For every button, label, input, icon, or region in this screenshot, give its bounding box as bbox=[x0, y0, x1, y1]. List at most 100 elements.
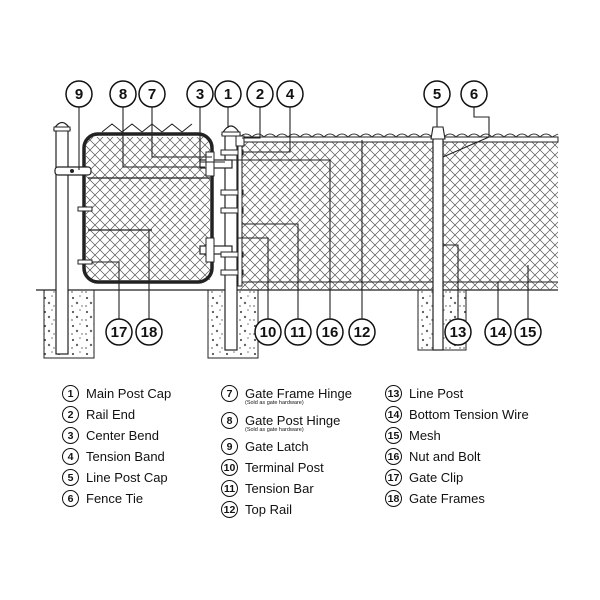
legend-label: Gate Latch bbox=[245, 439, 309, 454]
svg-text:6: 6 bbox=[470, 86, 478, 103]
legend-number: 15 bbox=[385, 427, 402, 444]
callout-6: 6 bbox=[460, 80, 488, 108]
legend-label: Bottom Tension Wire bbox=[409, 407, 529, 422]
svg-text:2: 2 bbox=[256, 86, 264, 103]
callout-2: 2 bbox=[246, 80, 274, 108]
legend-item-nut-and-bolt: 16 Nut and Bolt bbox=[385, 448, 481, 465]
legend-item-gate-clip: 17 Gate Clip bbox=[385, 469, 463, 486]
legend-item-tension-bar: 11 Tension Bar bbox=[221, 480, 314, 497]
legend-label: Nut and Bolt bbox=[409, 449, 481, 464]
svg-text:3: 3 bbox=[196, 86, 204, 103]
legend-item-top-rail: 12 Top Rail bbox=[221, 501, 292, 518]
legend-label: Gate Frames bbox=[409, 491, 485, 506]
callout-11: 11 bbox=[284, 318, 312, 346]
legend-item-main-post-cap: 1 Main Post Cap bbox=[62, 385, 171, 402]
svg-text:8: 8 bbox=[119, 86, 127, 103]
callout-10: 10 bbox=[254, 318, 282, 346]
callout-15: 15 bbox=[514, 318, 542, 346]
svg-text:16: 16 bbox=[322, 324, 339, 341]
legend-number: 3 bbox=[62, 427, 79, 444]
callout-14: 14 bbox=[484, 318, 512, 346]
latch-post bbox=[52, 121, 72, 355]
legend-item-bottom-tension-wire: 14 Bottom Tension Wire bbox=[385, 406, 529, 423]
legend-number: 6 bbox=[62, 490, 79, 507]
legend-number: 7 bbox=[221, 385, 238, 402]
legend-number: 13 bbox=[385, 385, 402, 402]
legend-label: Line Post bbox=[409, 386, 464, 401]
legend-label: Gate Post Hinge (Sold as gate hardware) bbox=[245, 412, 340, 433]
legend-number: 10 bbox=[221, 459, 238, 476]
legend-label: Gate Clip bbox=[409, 470, 464, 485]
legend-label: Main Post Cap bbox=[86, 386, 172, 401]
svg-text:10: 10 bbox=[260, 324, 277, 341]
callout-13: 13 bbox=[444, 318, 472, 346]
legend-label: Rail End bbox=[86, 407, 136, 422]
leader-lines bbox=[78, 107, 529, 319]
legend-label: Mesh bbox=[409, 428, 441, 443]
callout-4: 4 bbox=[276, 80, 304, 108]
callouts: 9 8 7 3 1 2 4 5 6 17 18 10 11 16 12 13 1… bbox=[65, 80, 542, 346]
fence-mesh bbox=[239, 133, 559, 290]
svg-text:13: 13 bbox=[450, 324, 467, 341]
callout-16: 16 bbox=[316, 318, 344, 346]
svg-text:14: 14 bbox=[490, 324, 507, 341]
legend-number: 14 bbox=[385, 406, 402, 423]
svg-text:15: 15 bbox=[520, 324, 537, 341]
gate-hinges bbox=[199, 151, 233, 263]
gate bbox=[82, 123, 214, 284]
concrete-footings bbox=[43, 289, 467, 359]
gate-latch bbox=[54, 166, 92, 176]
legend-number: 12 bbox=[221, 501, 238, 518]
svg-text:1: 1 bbox=[224, 86, 232, 103]
legend-label: Terminal Post bbox=[245, 460, 324, 475]
svg-text:18: 18 bbox=[141, 324, 158, 341]
callout-12: 12 bbox=[348, 318, 376, 346]
legend-item-line-post: 13 Line Post bbox=[385, 385, 463, 402]
legend-number: 16 bbox=[385, 448, 402, 465]
legend-label: Top Rail bbox=[245, 502, 292, 517]
svg-text:17: 17 bbox=[111, 324, 128, 341]
legend-item-gate-latch: 9 Gate Latch bbox=[221, 438, 309, 455]
legend-number: 18 bbox=[385, 490, 402, 507]
legend-number: 9 bbox=[221, 438, 238, 455]
callout-8: 8 bbox=[109, 80, 137, 108]
legend-item-center-bend: 3 Center Bend bbox=[62, 427, 159, 444]
line-post bbox=[430, 126, 446, 351]
legend-number: 17 bbox=[385, 469, 402, 486]
svg-text:7: 7 bbox=[148, 86, 156, 103]
callout-1: 1 bbox=[214, 80, 242, 108]
callout-5: 5 bbox=[423, 80, 451, 108]
callout-3: 3 bbox=[186, 80, 214, 108]
tension-bands bbox=[220, 149, 244, 276]
legend-label: Tension Band bbox=[86, 449, 165, 464]
terminal-post bbox=[220, 125, 242, 351]
legend-number: 4 bbox=[62, 448, 79, 465]
legend-item-tension-band: 4 Tension Band bbox=[62, 448, 165, 465]
legend-label: Tension Bar bbox=[245, 481, 314, 496]
legend-item-gate-post-hinge: 8 Gate Post Hinge (Sold as gate hardware… bbox=[221, 412, 340, 433]
svg-text:4: 4 bbox=[286, 86, 295, 103]
legend-item-gate-frames: 18 Gate Frames bbox=[385, 490, 485, 507]
legend-label: Gate Frame Hinge (Sold as gate hardware) bbox=[245, 385, 352, 406]
legend-number: 8 bbox=[221, 412, 238, 429]
callout-18: 18 bbox=[135, 318, 163, 346]
legend-number: 5 bbox=[62, 469, 79, 486]
legend-item-gate-frame-hinge: 7 Gate Frame Hinge (Sold as gate hardwar… bbox=[221, 385, 352, 406]
svg-text:12: 12 bbox=[354, 324, 371, 341]
callout-9: 9 bbox=[65, 80, 93, 108]
callout-7: 7 bbox=[138, 80, 166, 108]
tension-bar bbox=[237, 139, 243, 287]
legend-number: 11 bbox=[221, 480, 238, 497]
top-rail bbox=[239, 136, 559, 143]
legend-label: Center Bend bbox=[86, 428, 159, 443]
svg-text:9: 9 bbox=[75, 86, 83, 103]
legend-number: 1 bbox=[62, 385, 79, 402]
rail-end bbox=[235, 135, 245, 147]
legend-note: (Sold as gate hardware) bbox=[245, 400, 304, 406]
legend-item-fence-tie: 6 Fence Tie bbox=[62, 490, 143, 507]
legend-number: 2 bbox=[62, 406, 79, 423]
legend-item-mesh: 15 Mesh bbox=[385, 427, 441, 444]
legend-item-terminal-post: 10 Terminal Post bbox=[221, 459, 324, 476]
svg-text:11: 11 bbox=[290, 324, 306, 341]
